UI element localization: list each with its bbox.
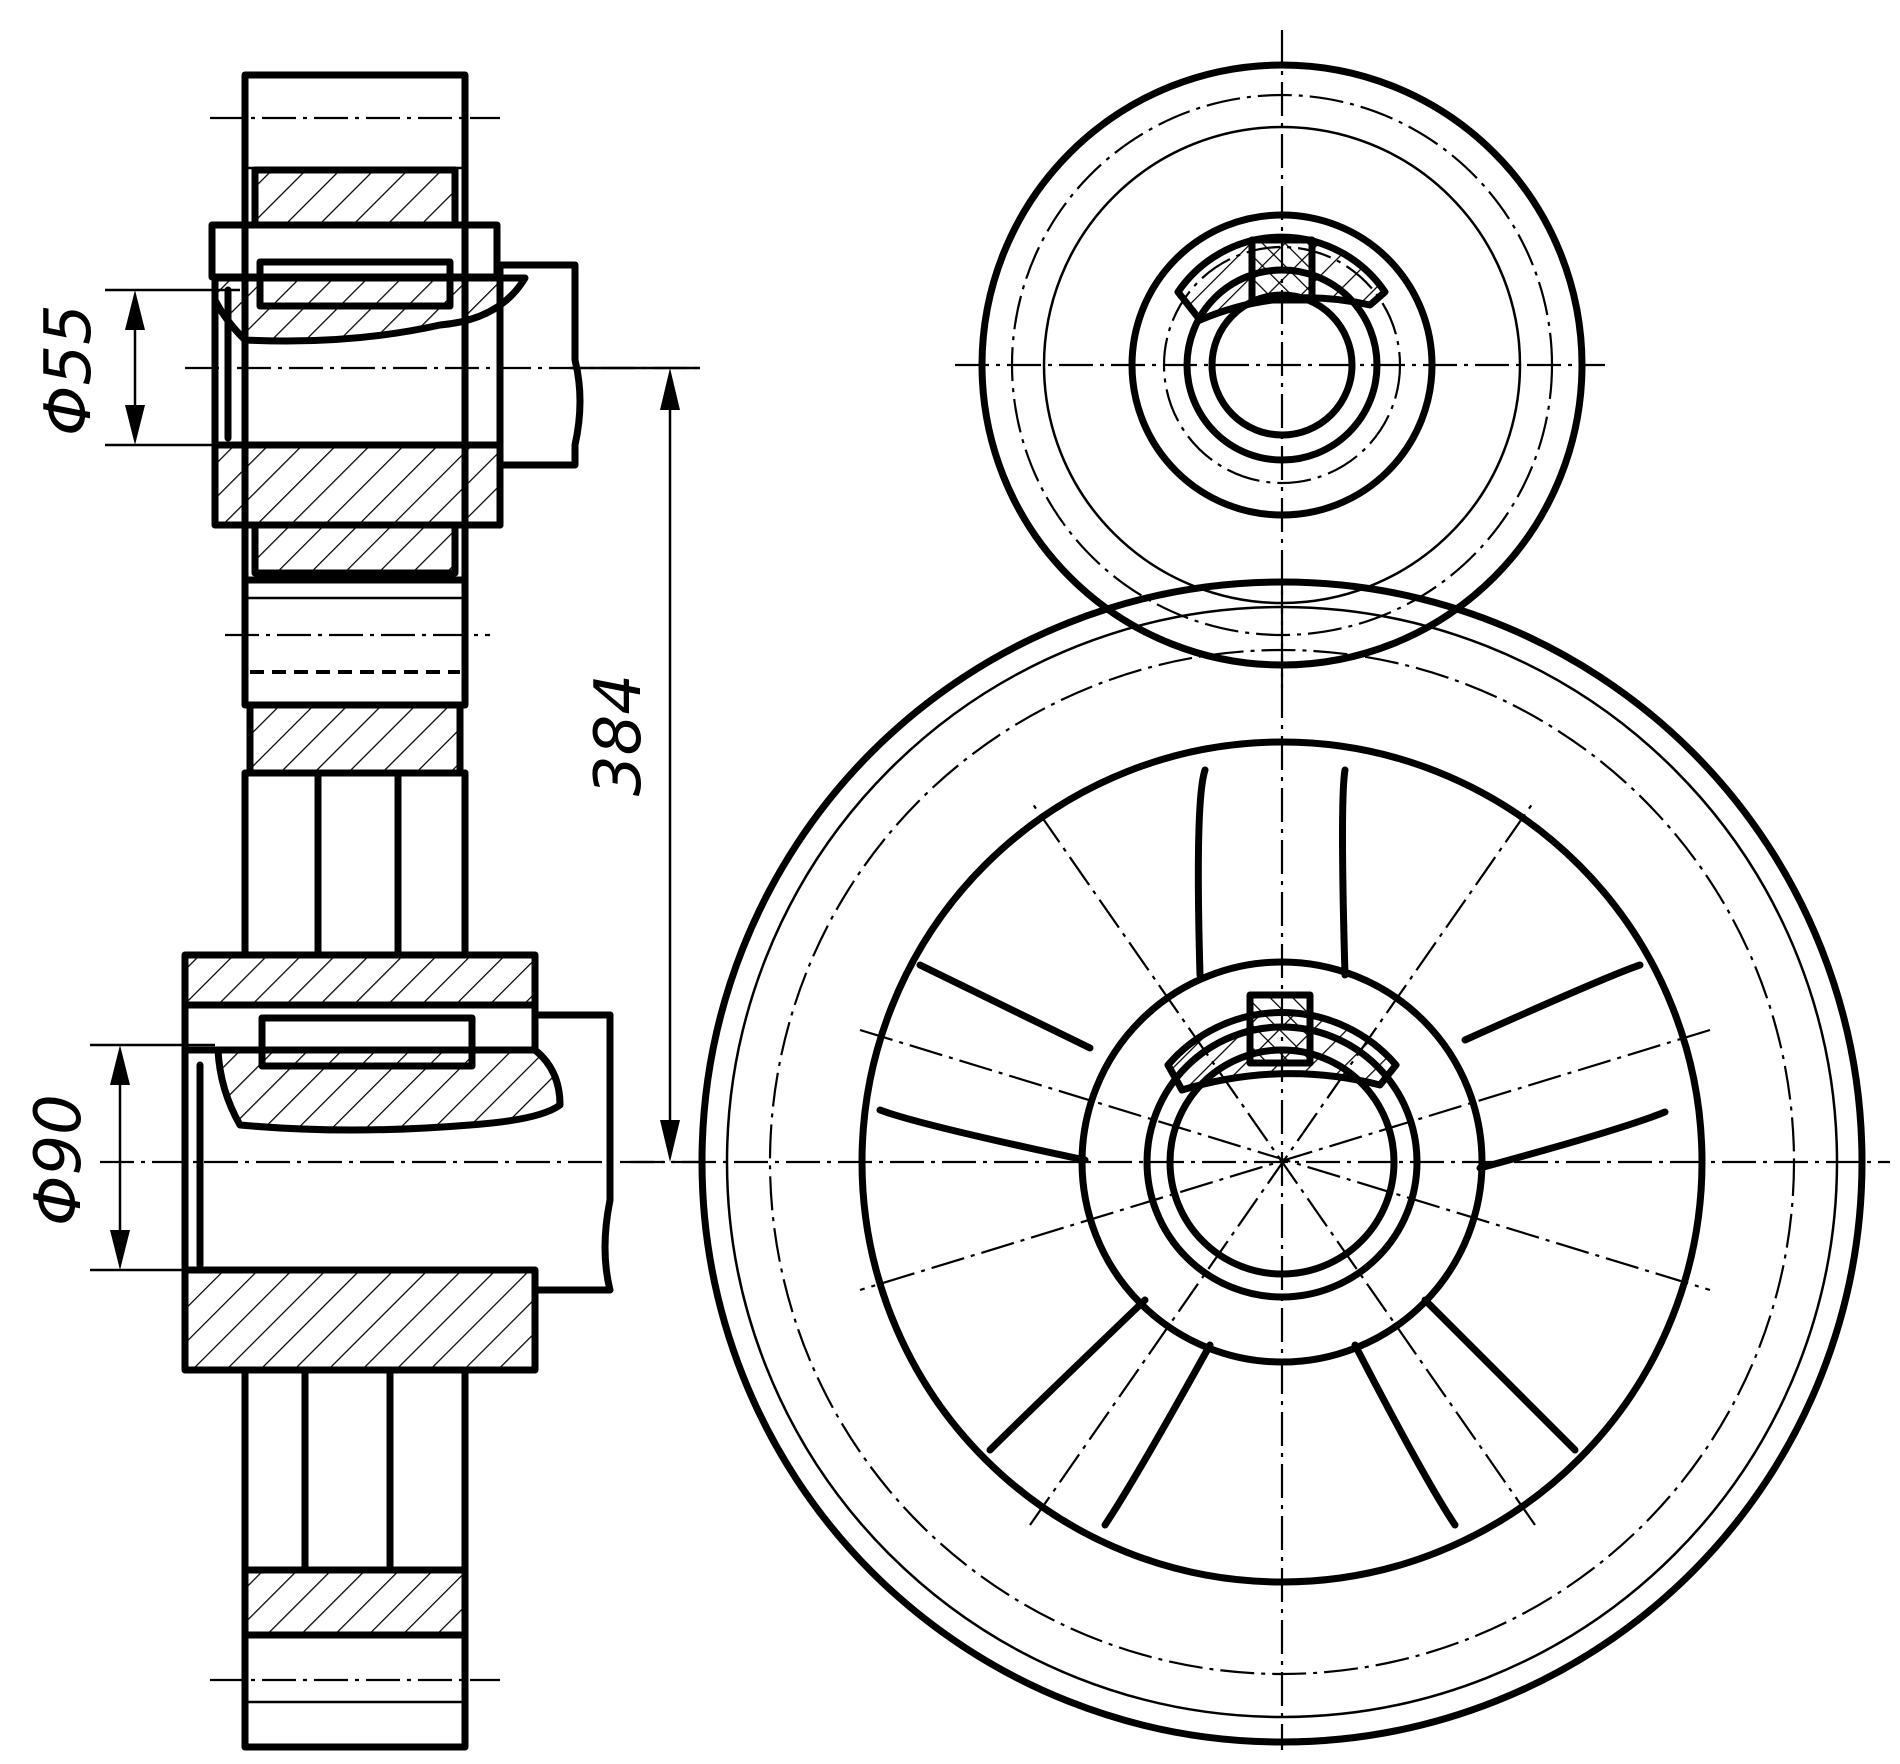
side-section-view: Φ55 Φ90 384 xyxy=(22,71,700,1751)
center-distance-label: 384 xyxy=(582,674,656,796)
small-bore-label: Φ55 xyxy=(32,304,106,436)
large-bore-label: Φ90 xyxy=(22,1094,96,1226)
rim-section xyxy=(225,576,490,959)
pinion-front xyxy=(955,30,1605,690)
pinion-section xyxy=(185,71,700,584)
gear-front xyxy=(630,578,1890,1750)
gear-hub-section xyxy=(100,951,700,1374)
spokes xyxy=(876,766,1669,1529)
dim-center-distance: 384 xyxy=(570,366,700,1162)
front-view xyxy=(630,30,1890,1750)
dim-small-bore: Φ55 xyxy=(32,288,240,447)
lower-rim-section xyxy=(210,1366,500,1751)
dim-large-bore: Φ90 xyxy=(22,1043,215,1272)
